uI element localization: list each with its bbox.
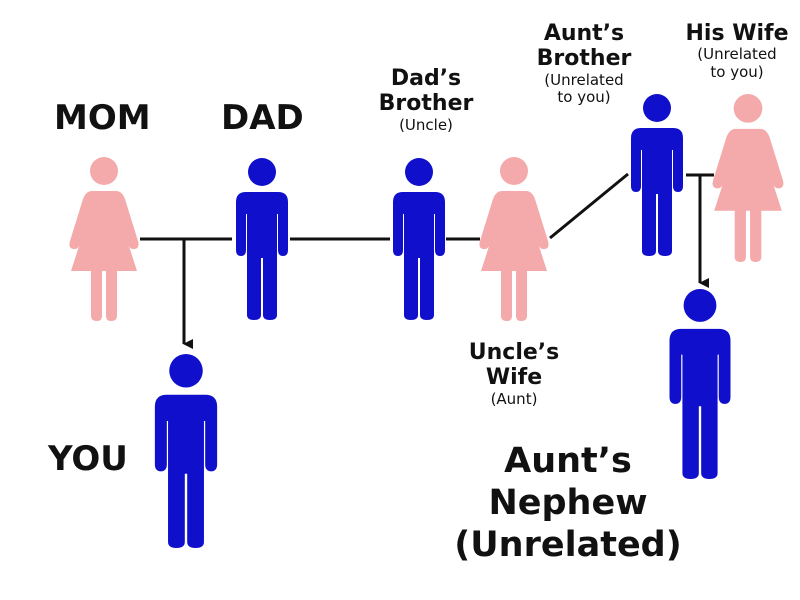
dads-brother-sub: (Uncle) — [399, 115, 453, 134]
label-dads-brother: Dad’s Brother (Uncle) — [378, 66, 474, 134]
dads-brother-line2: Brother — [378, 91, 474, 117]
aunts-nephew-line2: Nephew — [488, 483, 648, 523]
his-wife-sub2: to you) — [710, 62, 764, 81]
aunts-brother-line1: Aunt’s — [543, 21, 625, 46]
his-wife-woman-icon — [712, 94, 784, 262]
his-wife-sub1: (Unrelated — [697, 45, 777, 64]
uncles-wife-line1: Uncle’s — [468, 340, 560, 365]
aunts-nephew-line1: Aunt’s — [504, 441, 632, 481]
people — [69, 94, 784, 548]
dad-man-icon — [236, 158, 288, 320]
aunts-brother-sub2: to you) — [557, 87, 611, 106]
aunts-nephew-line3: (Unrelated) — [454, 525, 682, 565]
aunt-brother-line — [549, 172, 629, 240]
uncles-wife-line2: Wife — [485, 365, 543, 391]
label-mom: MOM — [54, 98, 151, 138]
label-his-wife: His Wife (Unrelated to you) — [682, 21, 792, 81]
aunts-brother-sub1: (Unrelated — [544, 70, 624, 89]
his-wife-line1: His Wife — [685, 21, 789, 46]
you-man-icon — [154, 354, 218, 548]
label-uncles-wife: Uncle’s Wife (Aunt) — [464, 340, 564, 408]
dads-brother-line1: Dad’s — [390, 66, 462, 91]
label-dad: DAD — [221, 98, 304, 138]
connection-lines — [140, 172, 714, 349]
aunts-brother-line2: Brother — [536, 46, 632, 72]
aunt-woman-icon — [479, 157, 549, 321]
label-aunts-nephew: Aunt’s Nephew (Unrelated) — [452, 440, 684, 566]
mom-woman-icon — [69, 157, 139, 321]
aunts-brother-man-icon — [631, 94, 683, 256]
uncle-man-icon — [393, 158, 445, 320]
nephew-man-icon — [669, 289, 731, 479]
uncles-wife-sub: (Aunt) — [490, 389, 538, 408]
label-you: YOU — [48, 439, 128, 479]
label-aunts-brother: Aunt’s Brother (Unrelated to you) — [532, 21, 636, 106]
